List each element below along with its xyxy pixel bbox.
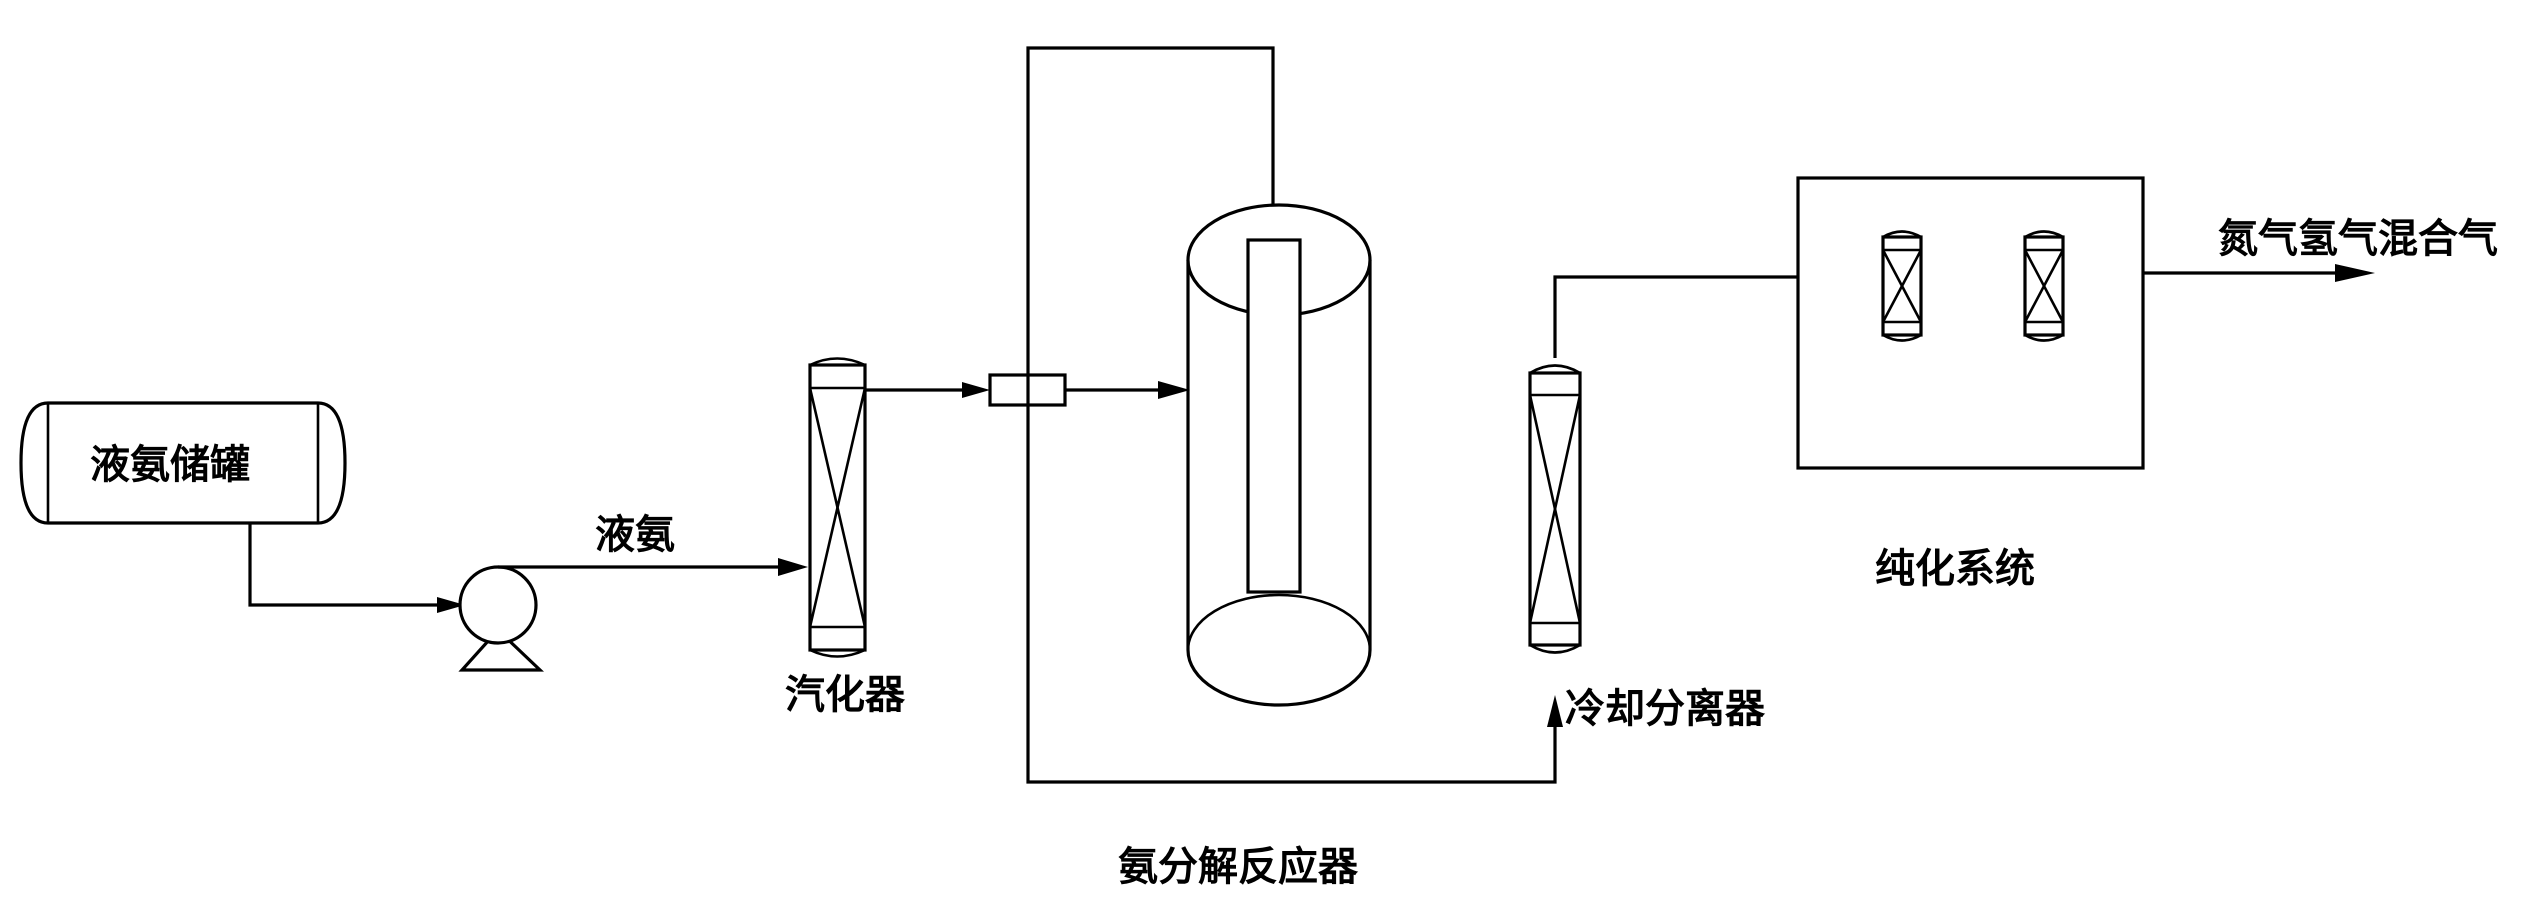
purification-system bbox=[1796, 176, 2145, 470]
vaporizer-label: 汽化器 bbox=[785, 672, 906, 718]
reactor-loop-line bbox=[1026, 46, 1557, 784]
cooling-separator-label: 冷却分离器 bbox=[1565, 686, 1766, 732]
tank-to-pump-arrow bbox=[437, 597, 465, 613]
pump-to-vaporizer-arrow bbox=[778, 558, 808, 576]
tank-to-pump-line bbox=[248, 523, 440, 607]
vaporizer-to-exchanger-arrow bbox=[962, 382, 990, 398]
product-gas-label: 氮气氢气混合气 bbox=[2218, 216, 2498, 262]
purification-label: 纯化系统 bbox=[1875, 546, 2035, 592]
exchanger-to-reactor-arrow bbox=[1158, 381, 1190, 399]
decomposition-reactor bbox=[1186, 203, 1372, 707]
storage-tank-label: 液氨储罐 bbox=[90, 442, 250, 488]
adsorber-2 bbox=[2023, 230, 2065, 342]
cooling-separator bbox=[1528, 364, 1582, 654]
adsorber-1 bbox=[1881, 230, 1923, 342]
loop-to-separator-arrow bbox=[1547, 695, 1563, 727]
liquid-ammonia-label: 液氨 bbox=[595, 512, 675, 558]
storage-tank: 液氨储罐 bbox=[19, 401, 347, 525]
vaporizer bbox=[808, 357, 867, 658]
pump bbox=[458, 565, 544, 672]
reactor-label: 氨分解反应器 bbox=[1118, 844, 1359, 890]
separator-to-purification-line bbox=[1553, 275, 1798, 358]
product-output-arrow bbox=[2335, 264, 2375, 282]
